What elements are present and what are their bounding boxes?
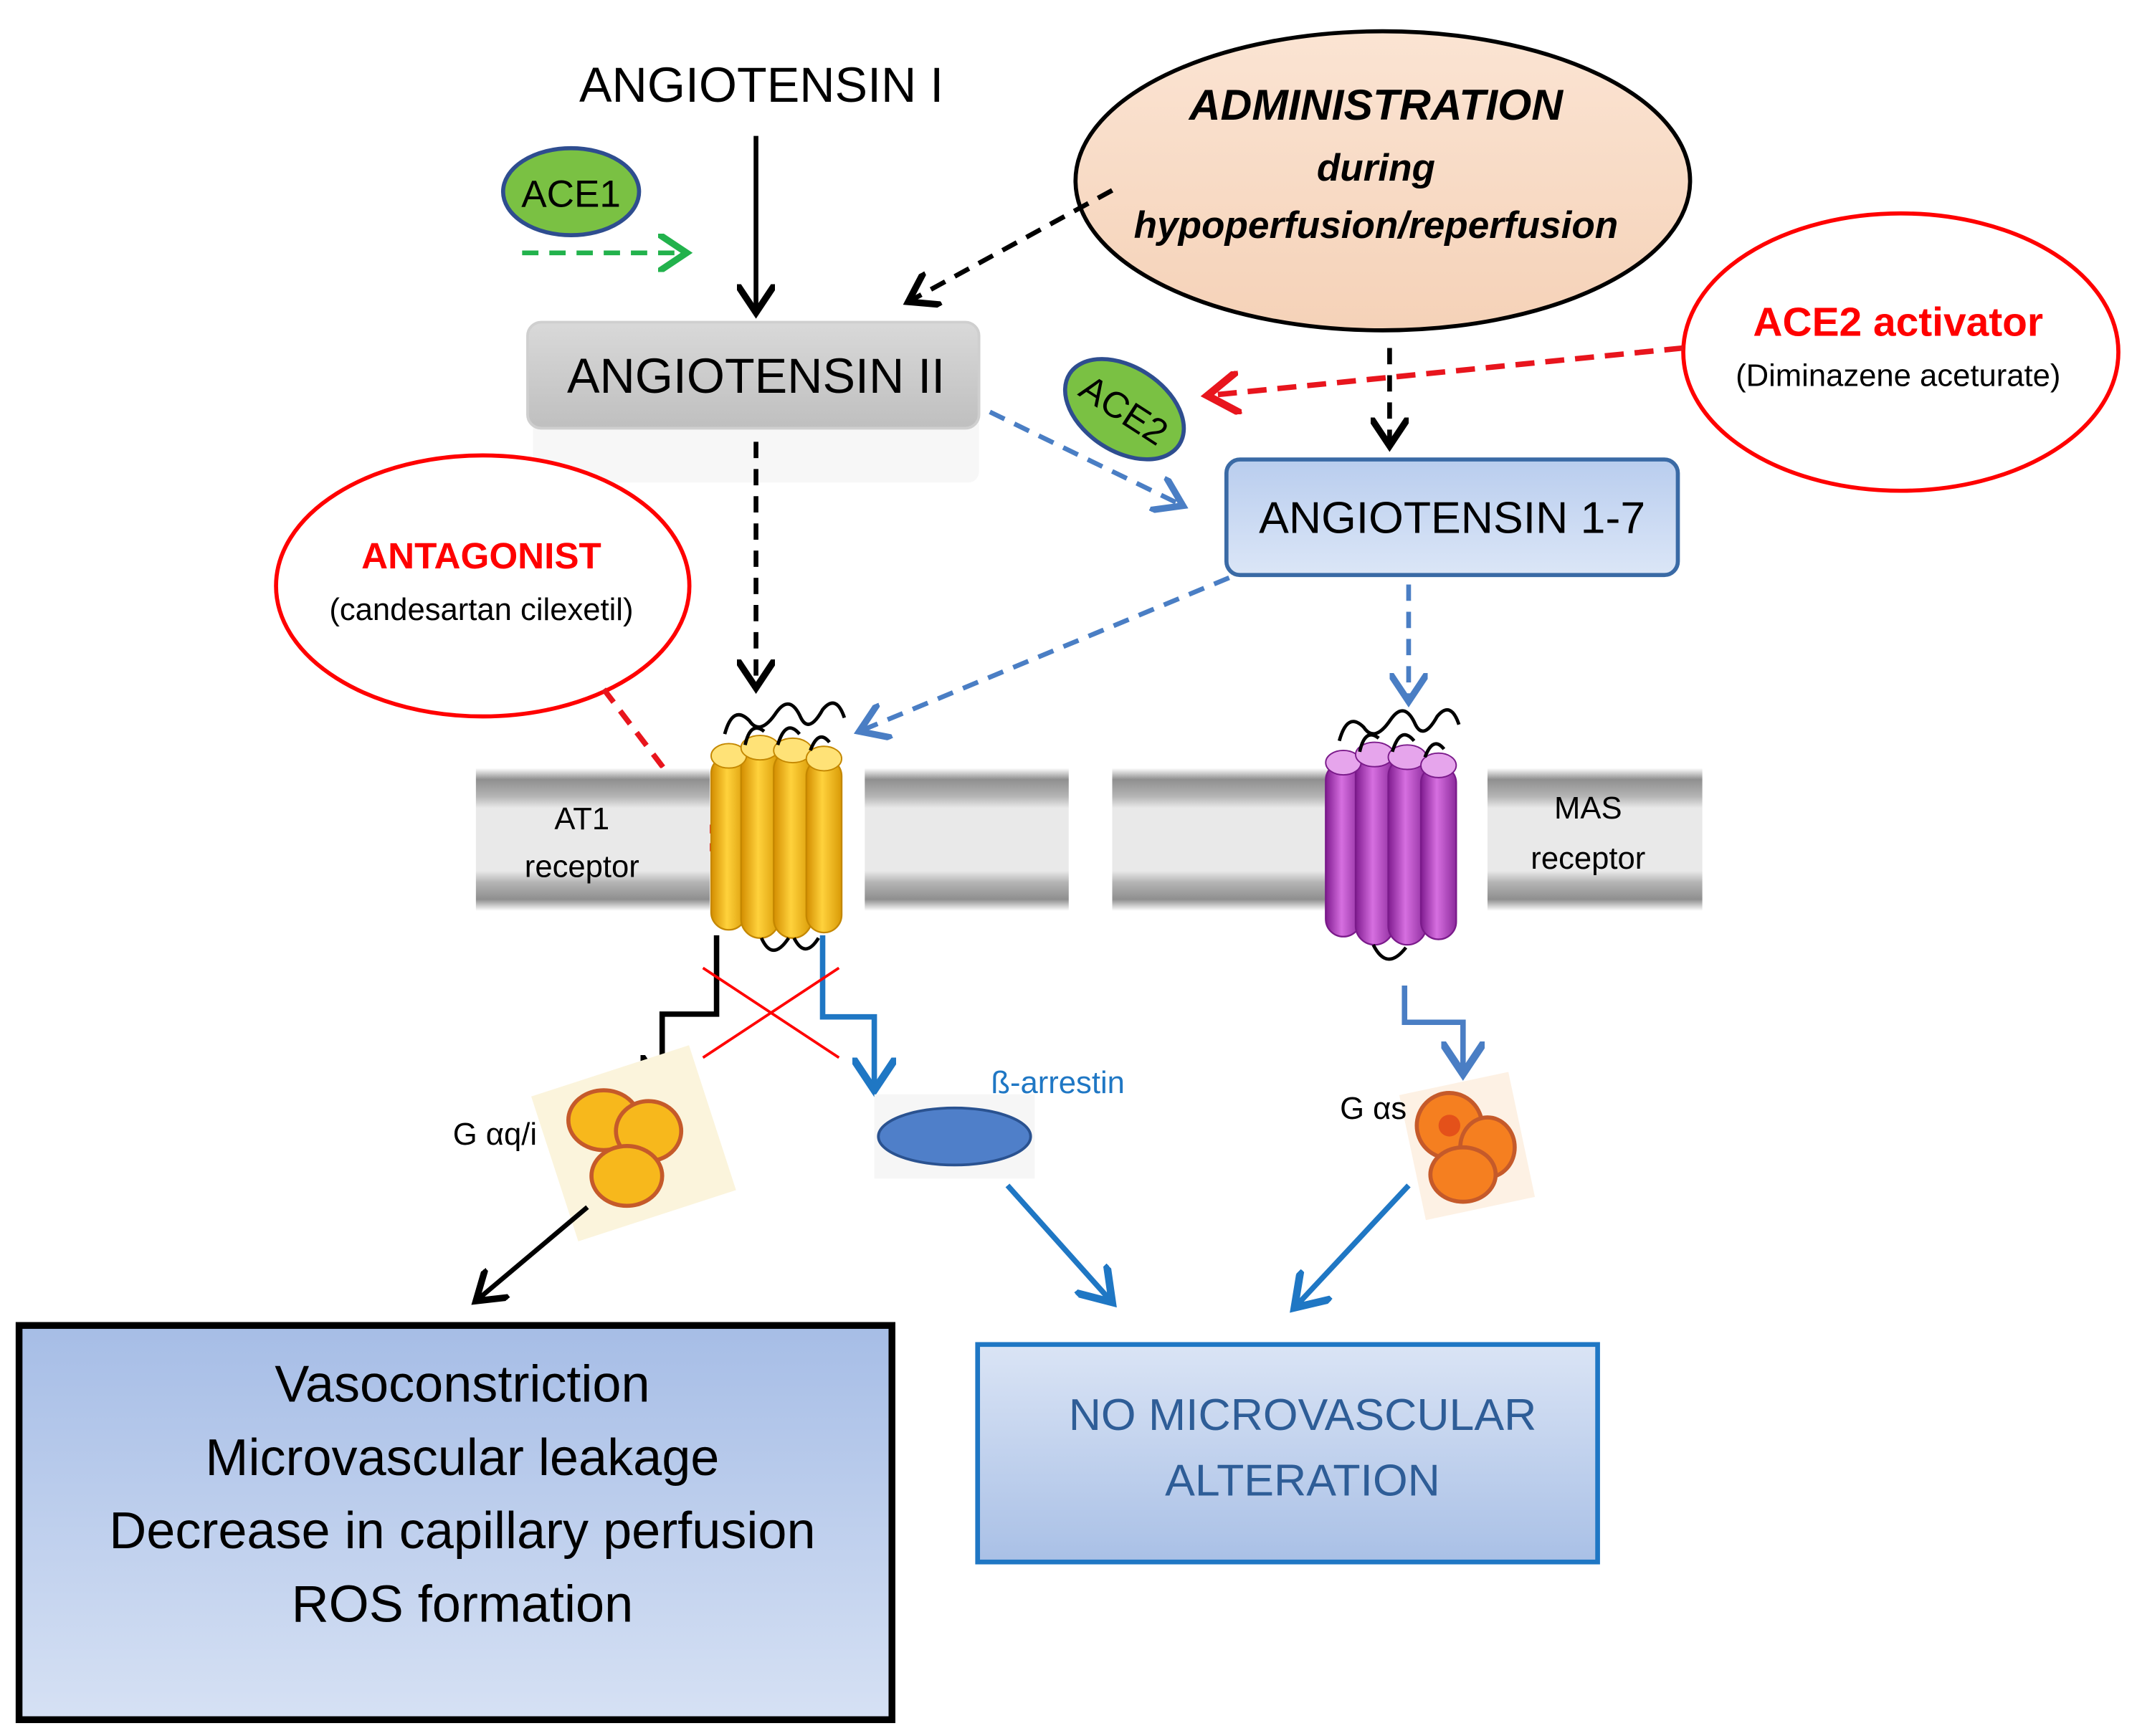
arrow-gs-to-protect xyxy=(1295,1183,1411,1308)
arrow-mas-to-gs xyxy=(1401,986,1463,1074)
at1-receptor-protein xyxy=(710,701,847,952)
protective-outcome-box xyxy=(975,1342,1600,1565)
mas-receptor-line1: MAS xyxy=(1554,791,1622,826)
membrane-right-a xyxy=(1112,768,1330,911)
antagonist-title: ANTAGONIST xyxy=(361,535,601,576)
administration-during: during xyxy=(1317,147,1435,189)
harmful-outcome-2: Microvascular leakage xyxy=(205,1429,719,1487)
angiotensin-2-box xyxy=(526,320,981,430)
at1-receptor-line2: receptor xyxy=(525,849,639,884)
arrow-ang2-to-ang17 xyxy=(989,409,1183,506)
harmful-outcome-box xyxy=(15,1322,895,1723)
angiotensin-1-7-label: ANGIOTENSIN 1-7 xyxy=(1259,492,1645,543)
angiotensin-1-7-box xyxy=(1224,457,1680,578)
beta-arrestin-label: ß-arrestin xyxy=(991,1066,1125,1100)
administration-title: ADMINISTRATION xyxy=(1188,80,1564,129)
harmful-outcome-3: Decrease in capillary perfusion xyxy=(109,1502,815,1560)
at1-receptor-line1: AT1 xyxy=(554,802,609,836)
angiotensin-1-label: ANGIOTENSIN I xyxy=(579,58,943,113)
administration-timing: hypoperfusion/reperfusion xyxy=(1134,204,1619,247)
membrane-left-a xyxy=(475,768,710,911)
beta-arrestin-protein xyxy=(874,1094,1035,1179)
membrane-left-b xyxy=(865,768,1069,911)
arrow-ang17-to-at1 xyxy=(860,576,1230,731)
arrow-at1-to-arrestin xyxy=(819,935,875,1090)
membrane-right-b xyxy=(1487,768,1703,911)
antagonist-ellipse xyxy=(274,453,692,719)
arrow-arrestin-to-protect xyxy=(1005,1183,1112,1302)
protective-outcome-line2: ALTERATION xyxy=(1165,1455,1440,1505)
ace1-label: ACE1 xyxy=(521,173,621,215)
ace2-activator-ellipse xyxy=(1681,211,2121,493)
harmful-outcome-1: Vasoconstriction xyxy=(275,1355,649,1413)
angiotensin-2-label: ANGIOTENSIN II xyxy=(567,349,945,404)
ace1-enzyme xyxy=(500,146,642,237)
ace2-enzyme xyxy=(1062,357,1186,462)
mas-receptor-line2: receptor xyxy=(1531,841,1645,876)
g-alpha-q-label: G αq/i xyxy=(453,1117,537,1152)
arrow-at1-to-gq xyxy=(662,935,720,1087)
administration-ellipse xyxy=(1073,29,1693,333)
harmful-outcome-4: ROS formation xyxy=(292,1576,634,1634)
antagonist-drug: (candesartan cilexetil) xyxy=(329,593,633,627)
arrow-admin-to-ang2 xyxy=(908,188,1114,302)
mas-receptor-protein xyxy=(1325,708,1461,961)
protective-outcome-line1: NO MICROVASCULAR xyxy=(1069,1390,1537,1440)
block-x-line-2 xyxy=(702,966,840,1059)
g-alpha-s-label: G αs xyxy=(1340,1092,1407,1126)
ace2-activator-drug: (Diminazene aceturate) xyxy=(1736,359,2060,394)
arrow-activator-to-ace2 xyxy=(1207,345,1684,396)
g-alpha-s-protein xyxy=(1399,1072,1536,1221)
g-alpha-q-protein xyxy=(531,1045,736,1241)
ace2-activator-title: ACE2 activator xyxy=(1753,299,2043,345)
arrow-gq-to-harm xyxy=(476,1205,589,1301)
